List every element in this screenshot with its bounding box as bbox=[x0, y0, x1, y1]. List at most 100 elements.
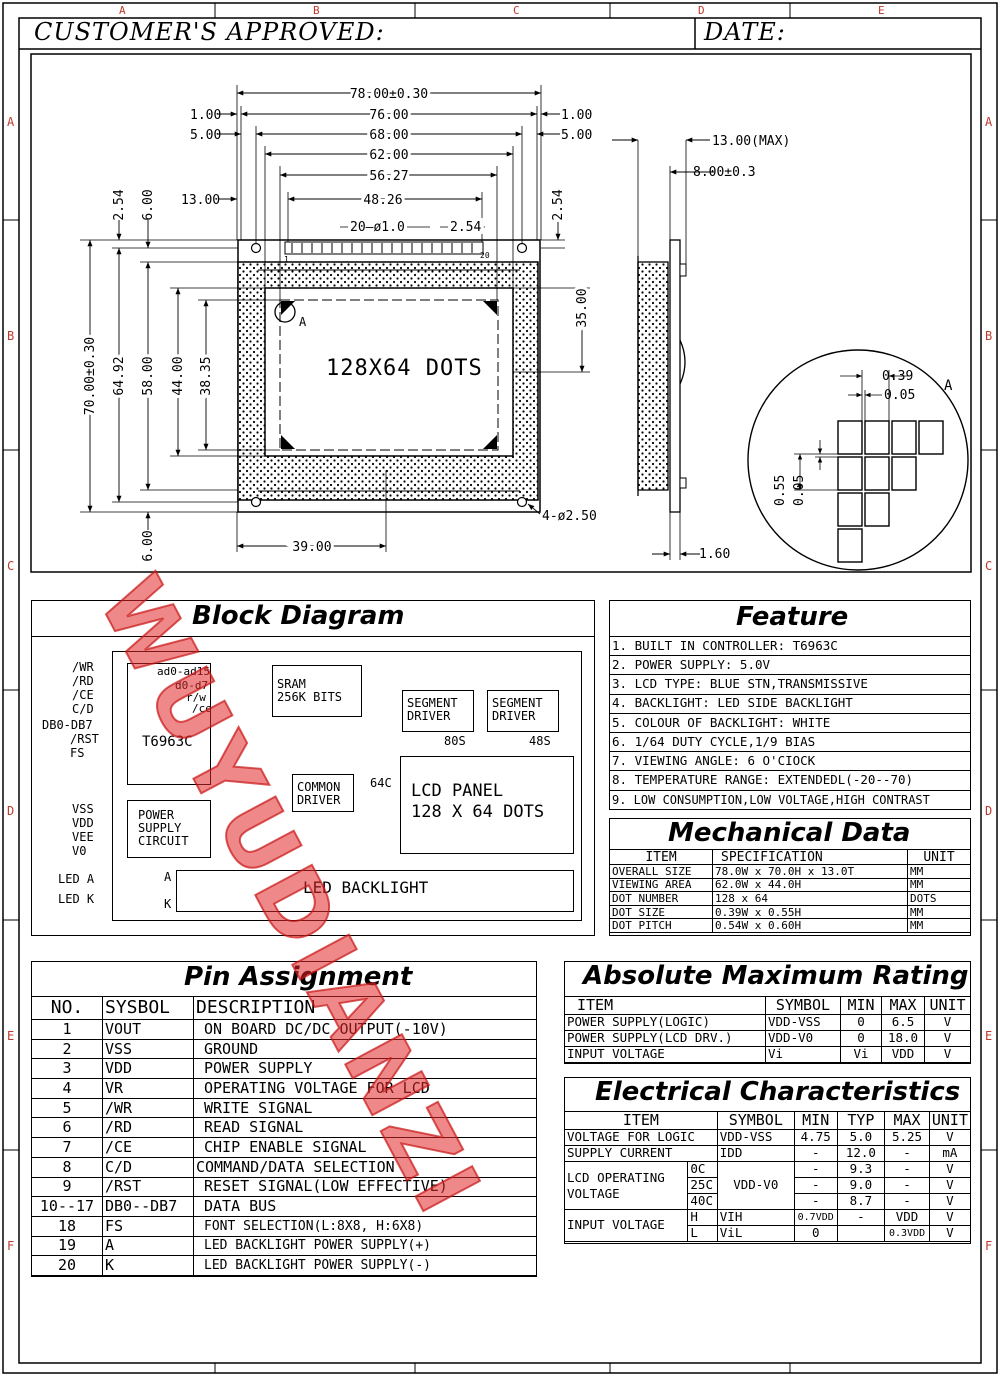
feature-item: 9. LOW CONSUMPTION,LOW VOLTAGE,HIGH CONT… bbox=[609, 789, 971, 810]
led-backlight-box: LED BACKLIGHT bbox=[176, 870, 574, 912]
mech-cell: DOTS bbox=[907, 891, 971, 906]
dim-bg: 58.00 bbox=[141, 356, 156, 395]
row-mark: C bbox=[985, 559, 992, 573]
seg1-output: 80S bbox=[444, 734, 466, 748]
pin-no: 8 bbox=[31, 1156, 103, 1178]
dim-pin-pitch: 2.54 bbox=[450, 220, 481, 235]
module-front-view: A 128X64 DOTS 1 20 bbox=[237, 239, 541, 513]
dim-dot-height: 0.55 bbox=[773, 475, 788, 506]
elec-cell: LCD OPERATING VOLTAGE bbox=[563, 1161, 689, 1210]
elec-cell: - bbox=[793, 1177, 838, 1194]
elec-cell: 25C bbox=[687, 1177, 718, 1194]
pin-symbol: VR bbox=[102, 1078, 194, 1099]
dim-dot-gap: 0.05 bbox=[884, 388, 915, 403]
pin-no: 5 bbox=[31, 1097, 103, 1119]
col-header: MIN bbox=[793, 1111, 838, 1130]
led-k-pin: LED K bbox=[58, 892, 95, 906]
dim-bg: 48.26 bbox=[363, 193, 402, 208]
common-driver-box: COMMON DRIVER bbox=[292, 774, 354, 812]
elec-cell: V bbox=[928, 1209, 972, 1226]
row-mark: D bbox=[7, 804, 14, 818]
abs-cell: Vi bbox=[840, 1046, 882, 1063]
dim-48: 48.26 bbox=[363, 193, 402, 208]
row-mark: E bbox=[985, 1029, 992, 1043]
pin-desc: DATA BUS bbox=[193, 1196, 537, 1217]
electrical-title: Electrical Characteristics bbox=[595, 1077, 961, 1107]
dim-overall-width-bg: 78.00±0.30 bbox=[350, 87, 428, 102]
seg2-output: 48S bbox=[529, 734, 551, 748]
pin-desc: RESET SIGNAL(LOW EFFECTIVE) bbox=[193, 1176, 537, 1198]
bus-d: d0-d7 bbox=[175, 679, 209, 692]
col-header: ITEM bbox=[609, 849, 713, 865]
dim-39: 39.00 bbox=[292, 540, 331, 555]
dim-38: 38.35 bbox=[199, 356, 214, 395]
pin-symbol: VDD bbox=[102, 1058, 194, 1080]
feature-item: 6. 1/64 DUTY CYCLE,1/9 BIAS bbox=[609, 731, 971, 753]
power-vss: VSS bbox=[72, 802, 94, 816]
elec-cell: V bbox=[928, 1161, 972, 1178]
absolute-max-title: Absolute Maximum Rating bbox=[583, 961, 969, 991]
dim-1: 1.00 bbox=[190, 108, 221, 123]
bus-ce: /ce bbox=[192, 702, 212, 715]
backlight-label: LED BACKLIGHT bbox=[303, 878, 429, 897]
row-mark: E bbox=[7, 1029, 14, 1043]
date-label: DATE: bbox=[704, 18, 786, 46]
col-mark: A bbox=[119, 4, 126, 17]
power-supply-box: POWER SUPPLY CIRCUIT bbox=[127, 800, 211, 858]
pin-no: 1 bbox=[31, 1019, 103, 1040]
pin-no: 3 bbox=[31, 1058, 103, 1080]
pin-no: 20 bbox=[31, 1255, 103, 1276]
mechanical-panel: Mechanical Data ITEM SPECIFICATION UNIT … bbox=[609, 818, 971, 936]
pin-no: 7 bbox=[31, 1137, 103, 1158]
led-a-pin: LED A bbox=[58, 872, 95, 886]
led-k-label: K bbox=[164, 897, 172, 911]
absolute-max-panel: Absolute Maximum Rating ITEM SYMBOL MIN … bbox=[564, 961, 971, 1064]
controller-box: T6963C bbox=[127, 663, 211, 785]
pin-desc: LED BACKLIGHT POWER SUPPLY(-) bbox=[193, 1255, 537, 1276]
common-output: 64C bbox=[370, 776, 392, 790]
dim-bg: 62.00 bbox=[369, 148, 408, 163]
elec-cell: VIH bbox=[716, 1209, 795, 1226]
abs-cell: VDD-VSS bbox=[765, 1014, 841, 1031]
elec-cell: - bbox=[884, 1145, 930, 1162]
pin-symbol: /RD bbox=[102, 1117, 194, 1139]
dot-detail-view bbox=[747, 349, 969, 571]
col-header: MAX bbox=[884, 1111, 930, 1130]
mech-cell: 0.54W x 0.60H bbox=[712, 918, 908, 933]
elec-cell: - bbox=[884, 1161, 930, 1178]
elec-cell: ViL bbox=[716, 1225, 795, 1242]
elec-cell: - bbox=[793, 1193, 838, 1210]
feature-item: 4. BACKLIGHT: LED SIDE BACKLIGHT bbox=[609, 693, 971, 714]
elec-cell: V bbox=[928, 1225, 972, 1242]
mech-cell: DOT NUMBER bbox=[609, 891, 713, 906]
column-marks: A B C D E bbox=[119, 4, 885, 17]
elec-cell: - bbox=[793, 1161, 838, 1178]
abs-cell: VDD-V0 bbox=[765, 1030, 841, 1047]
mech-cell: MM bbox=[907, 864, 971, 879]
dim-pin-holes: 20—ø1.0 bbox=[350, 220, 405, 235]
dim-6-bottom: 6.00 bbox=[141, 530, 156, 561]
dim-68: 68.00 bbox=[369, 128, 408, 143]
dim-58: 58.00 bbox=[141, 356, 156, 395]
drawing-frame bbox=[30, 53, 972, 573]
col-header: ITEM bbox=[564, 1111, 718, 1130]
elec-cell: 0 bbox=[793, 1225, 838, 1242]
dim-bg: 35.00 bbox=[575, 288, 590, 327]
customer-approved-label: CUSTOMER'S APPROVED: bbox=[34, 18, 385, 46]
signal-fs: FS bbox=[70, 746, 85, 760]
col-header: SYMBOL bbox=[765, 996, 841, 1015]
dim-overall-height: 70.00±0.30 bbox=[83, 337, 98, 415]
elec-cell: SUPPLY CURRENT bbox=[564, 1145, 718, 1162]
dim-bg: 56.27 bbox=[369, 169, 408, 184]
mech-cell: 78.0W x 70.0H x 13.0T bbox=[712, 864, 908, 879]
elec-cell: INPUT VOLTAGE bbox=[563, 1209, 689, 1242]
feature-panel: Feature 1. BUILT IN CONTROLLER: T6963C 2… bbox=[609, 600, 971, 810]
pin-desc: FONT SELECTION(L:8X8, H:6X8) bbox=[193, 1215, 537, 1237]
elec-cell: 0.7VDD bbox=[793, 1209, 838, 1226]
dim-56: 56.27 bbox=[369, 169, 408, 184]
dim-35: 35.00 bbox=[575, 288, 590, 327]
elec-cell: H bbox=[687, 1209, 718, 1226]
